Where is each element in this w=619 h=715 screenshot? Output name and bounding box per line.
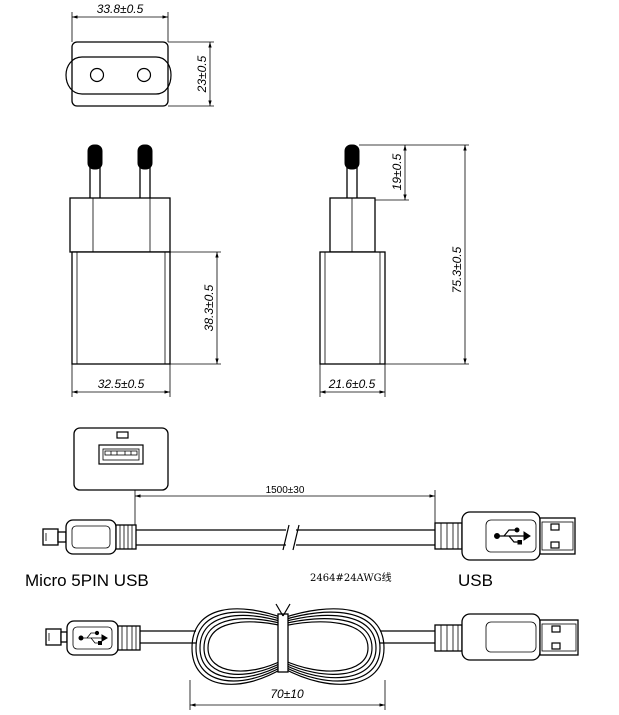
usb-housing-inner — [485, 621, 537, 653]
front-view: 38.3±0.5 32.5±0.5 — [69, 144, 221, 397]
pin-right-tip — [137, 144, 153, 170]
plug-face-outline — [71, 41, 169, 107]
led-indicator — [116, 431, 129, 439]
micro-strain-relief — [117, 625, 141, 651]
micro-housing — [65, 519, 117, 555]
micro-neck — [60, 631, 68, 643]
upper-body — [329, 197, 376, 253]
usb-metal-inner — [541, 623, 577, 652]
pin-left-body — [89, 165, 101, 200]
micro-usb-connector — [45, 620, 141, 656]
micro-housing-inner — [71, 525, 111, 549]
cable-coiled: 70±10 — [45, 603, 579, 710]
lower-body — [71, 251, 171, 365]
usb-housing-inner — [485, 519, 537, 553]
bottom-face-outline — [73, 427, 169, 491]
usb-a-connector — [434, 511, 576, 561]
left-connector-label: Micro 5PIN USB — [25, 571, 149, 590]
usb-shell-hole — [550, 541, 560, 549]
usb-shell-hole — [551, 642, 561, 650]
dim-top-width: 33.8±0.5 — [97, 2, 144, 16]
usb-metal-inner — [541, 521, 574, 551]
dim-coil-width: 70±10 — [270, 687, 304, 701]
pin-hole-right — [136, 67, 152, 83]
cable-tie — [275, 603, 291, 673]
micro-neck — [57, 531, 67, 543]
bottom-view — [73, 427, 169, 491]
usb-housing — [461, 613, 541, 661]
top-view: 33.8±0.5 23±0.5 — [65, 2, 214, 107]
cable-coil — [191, 608, 385, 685]
usb-port-tongue — [104, 450, 138, 456]
dim-cable-length: 1500±30 — [266, 485, 305, 496]
dim-total-height: 75.3±0.5 — [450, 246, 464, 293]
wire-break-mark — [292, 524, 300, 551]
dim-pin-length: 19±0.5 — [390, 153, 404, 190]
usb-symbol-icon — [494, 527, 531, 545]
usb-shell-hole — [551, 625, 561, 633]
usb-port-outer — [98, 444, 144, 465]
europlug-outline — [65, 56, 172, 95]
usb-port-inner — [102, 448, 140, 461]
usb-metal-shell — [539, 619, 579, 656]
pin-left-tip — [87, 144, 103, 170]
upper-body — [69, 197, 171, 253]
wire-break-mark — [282, 524, 290, 551]
usb-a-connector — [434, 613, 579, 661]
pin-body — [346, 165, 358, 200]
pin-tip — [344, 144, 360, 170]
dim-front-width: 32.5±0.5 — [98, 377, 145, 391]
micro-usb-connector — [42, 519, 137, 555]
usb-strain-relief — [434, 522, 463, 550]
side-view: 19±0.5 75.3±0.5 21.6±0.5 — [319, 144, 469, 397]
micro-strain-relief — [115, 524, 137, 550]
usb-symbol-icon — [78, 630, 108, 645]
dim-side-depth: 21.6±0.5 — [328, 377, 376, 391]
dim-top-height: 23±0.5 — [195, 55, 209, 93]
micro-tip — [42, 528, 59, 546]
dim-front-height: 38.3±0.5 — [202, 284, 216, 331]
right-connector-label: USB — [458, 571, 493, 590]
cable-straight: 1500±30 — [25, 485, 576, 590]
wire-spec-label: 2464#24AWG线 — [310, 571, 392, 584]
usb-shell-hole — [550, 523, 560, 531]
micro-tip — [45, 628, 62, 646]
micro-housing-inner — [72, 626, 113, 650]
pin-hole-left — [89, 67, 105, 83]
pin-right-body — [139, 165, 151, 200]
lower-body — [319, 251, 386, 365]
